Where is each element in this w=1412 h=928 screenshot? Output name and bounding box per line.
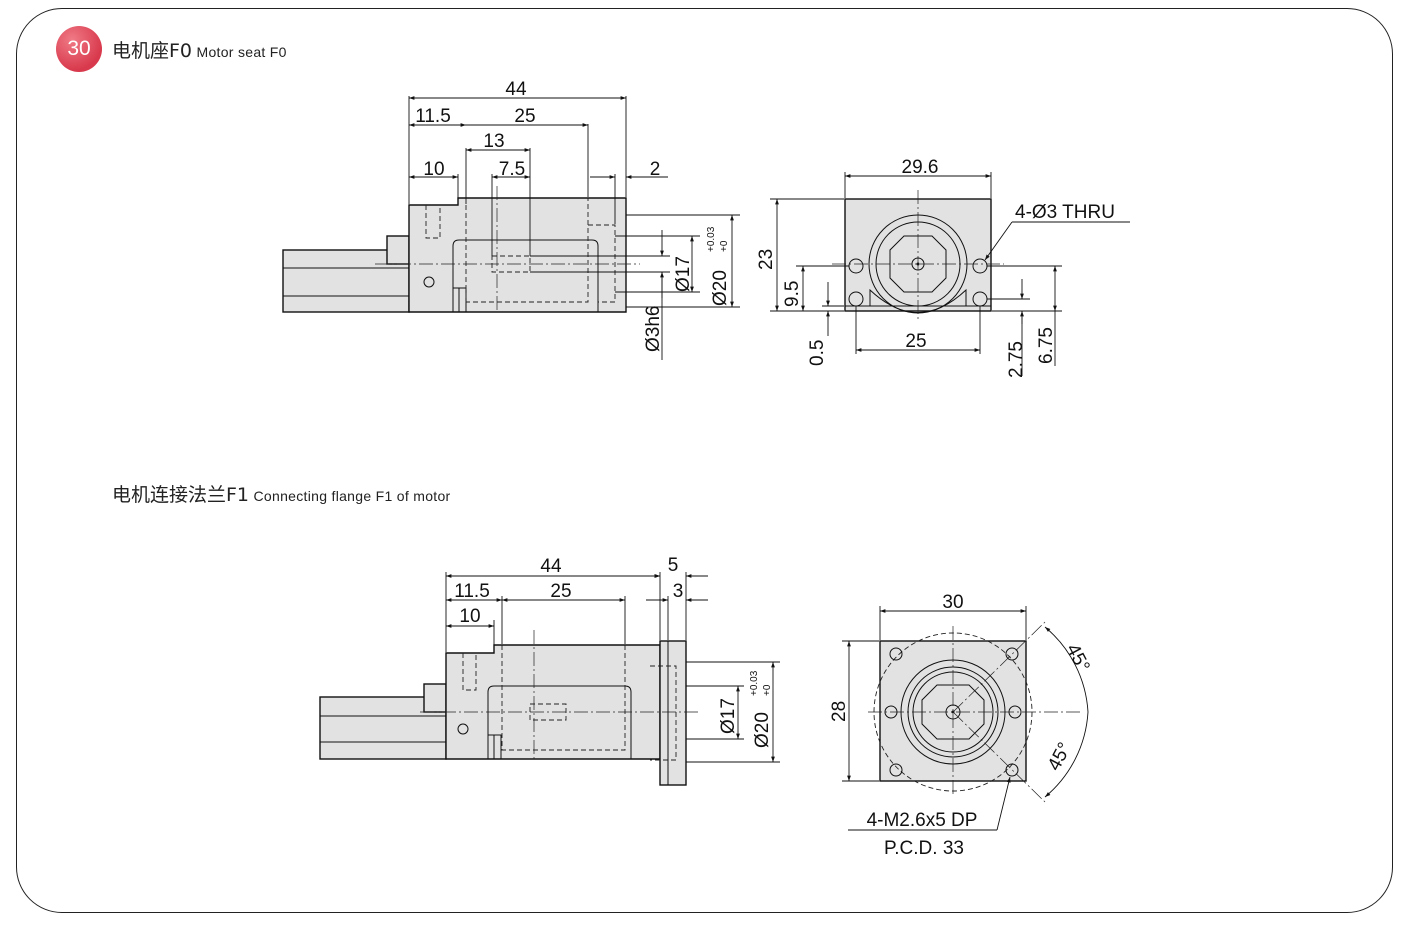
f1-dim-d17: Ø17 [718,698,739,734]
f0-tol-plus: +0.03 [706,226,717,252]
f0-dim-23: 23 [756,249,777,270]
f0-side-view: 44 11.5 25 13 10 7.5 2 Ø17 Ø20 +0.03 +0 … [282,79,740,360]
f1-dim-5: 5 [668,555,679,576]
section1-title: 电机座F0 Motor seat F0 [112,36,287,63]
f1-tol-minus: +0 [762,684,773,696]
f1-coupling-stub [423,683,447,713]
f0-dim-25-front: 25 [905,331,926,352]
f0-tol-minus: +0 [719,240,730,252]
f1-angle-45-top: 45° [1062,640,1094,675]
section1-title-zh: 电机座F0 [112,40,193,62]
f0-dim-d20: Ø20 [710,270,731,306]
f1-pcd-label: P.C.D. 33 [884,838,964,859]
f0-dim-2: 2 [650,159,661,180]
f0-dim-13: 13 [483,131,504,152]
f0-dim-d17: Ø17 [673,256,694,292]
f0-dim-25: 25 [514,106,535,127]
f1-tol-plus: +0.03 [749,670,760,696]
f0-dim-11-5: 11.5 [415,106,451,127]
section1-title-en: Motor seat F0 [196,44,287,60]
f1-seat-body [445,644,661,760]
f1-front-view: 30 28 45° 45° 4-M2.6x5 DP P.C.D. 33 [829,592,1094,859]
f1-dim-30: 30 [942,592,963,613]
page-frame [16,8,1393,913]
f1-angle-45-bottom: 45° [1044,739,1076,774]
f1-dim-44: 44 [540,556,562,577]
f1-dim-10: 10 [459,606,480,627]
f0-dim-9-5: 9.5 [782,281,803,307]
section2-title-en: Connecting flange F1 of motor [253,488,451,504]
f0-dim-2-75: 2.75 [1006,341,1027,378]
f1-dim-d20: Ø20 [752,712,773,748]
f0-dim-0-5: 0.5 [807,340,828,366]
f0-dim-29-6: 29.6 [902,157,939,178]
f0-dim-7-5: 7.5 [499,159,525,180]
f0-dim-10: 10 [423,159,444,180]
f1-dim-25: 25 [550,581,571,602]
f0-dim-d3h6: Ø3h6 [643,306,664,352]
f0-front-view: 29.6 4-Ø3 THRU 23 9.5 0.5 25 2.75 6.75 [756,157,1130,378]
section-number-badge: 30 [56,26,102,72]
f1-dim-28: 28 [829,701,850,722]
f1-holes-label: 4-M2.6x5 DP [867,810,978,831]
f1-dim-3: 3 [673,581,684,602]
f1-dim-11-5: 11.5 [454,581,490,602]
f1-flange-plate [659,640,687,786]
section2-title: 电机连接法兰F1 Connecting flange F1 of motor [112,480,451,507]
section2-title-zh: 电机连接法兰F1 [112,484,250,506]
coupling-stub [386,235,410,265]
f0-holes-label: 4-Ø3 THRU [1015,202,1115,223]
f0-dim-44: 44 [505,79,527,100]
f1-side-view: 44 5 11.5 25 3 10 Ø17 Ø20 +0.03 +0 [319,555,780,786]
motor-seat-body [408,197,627,313]
f0-dim-6-75: 6.75 [1036,327,1057,364]
